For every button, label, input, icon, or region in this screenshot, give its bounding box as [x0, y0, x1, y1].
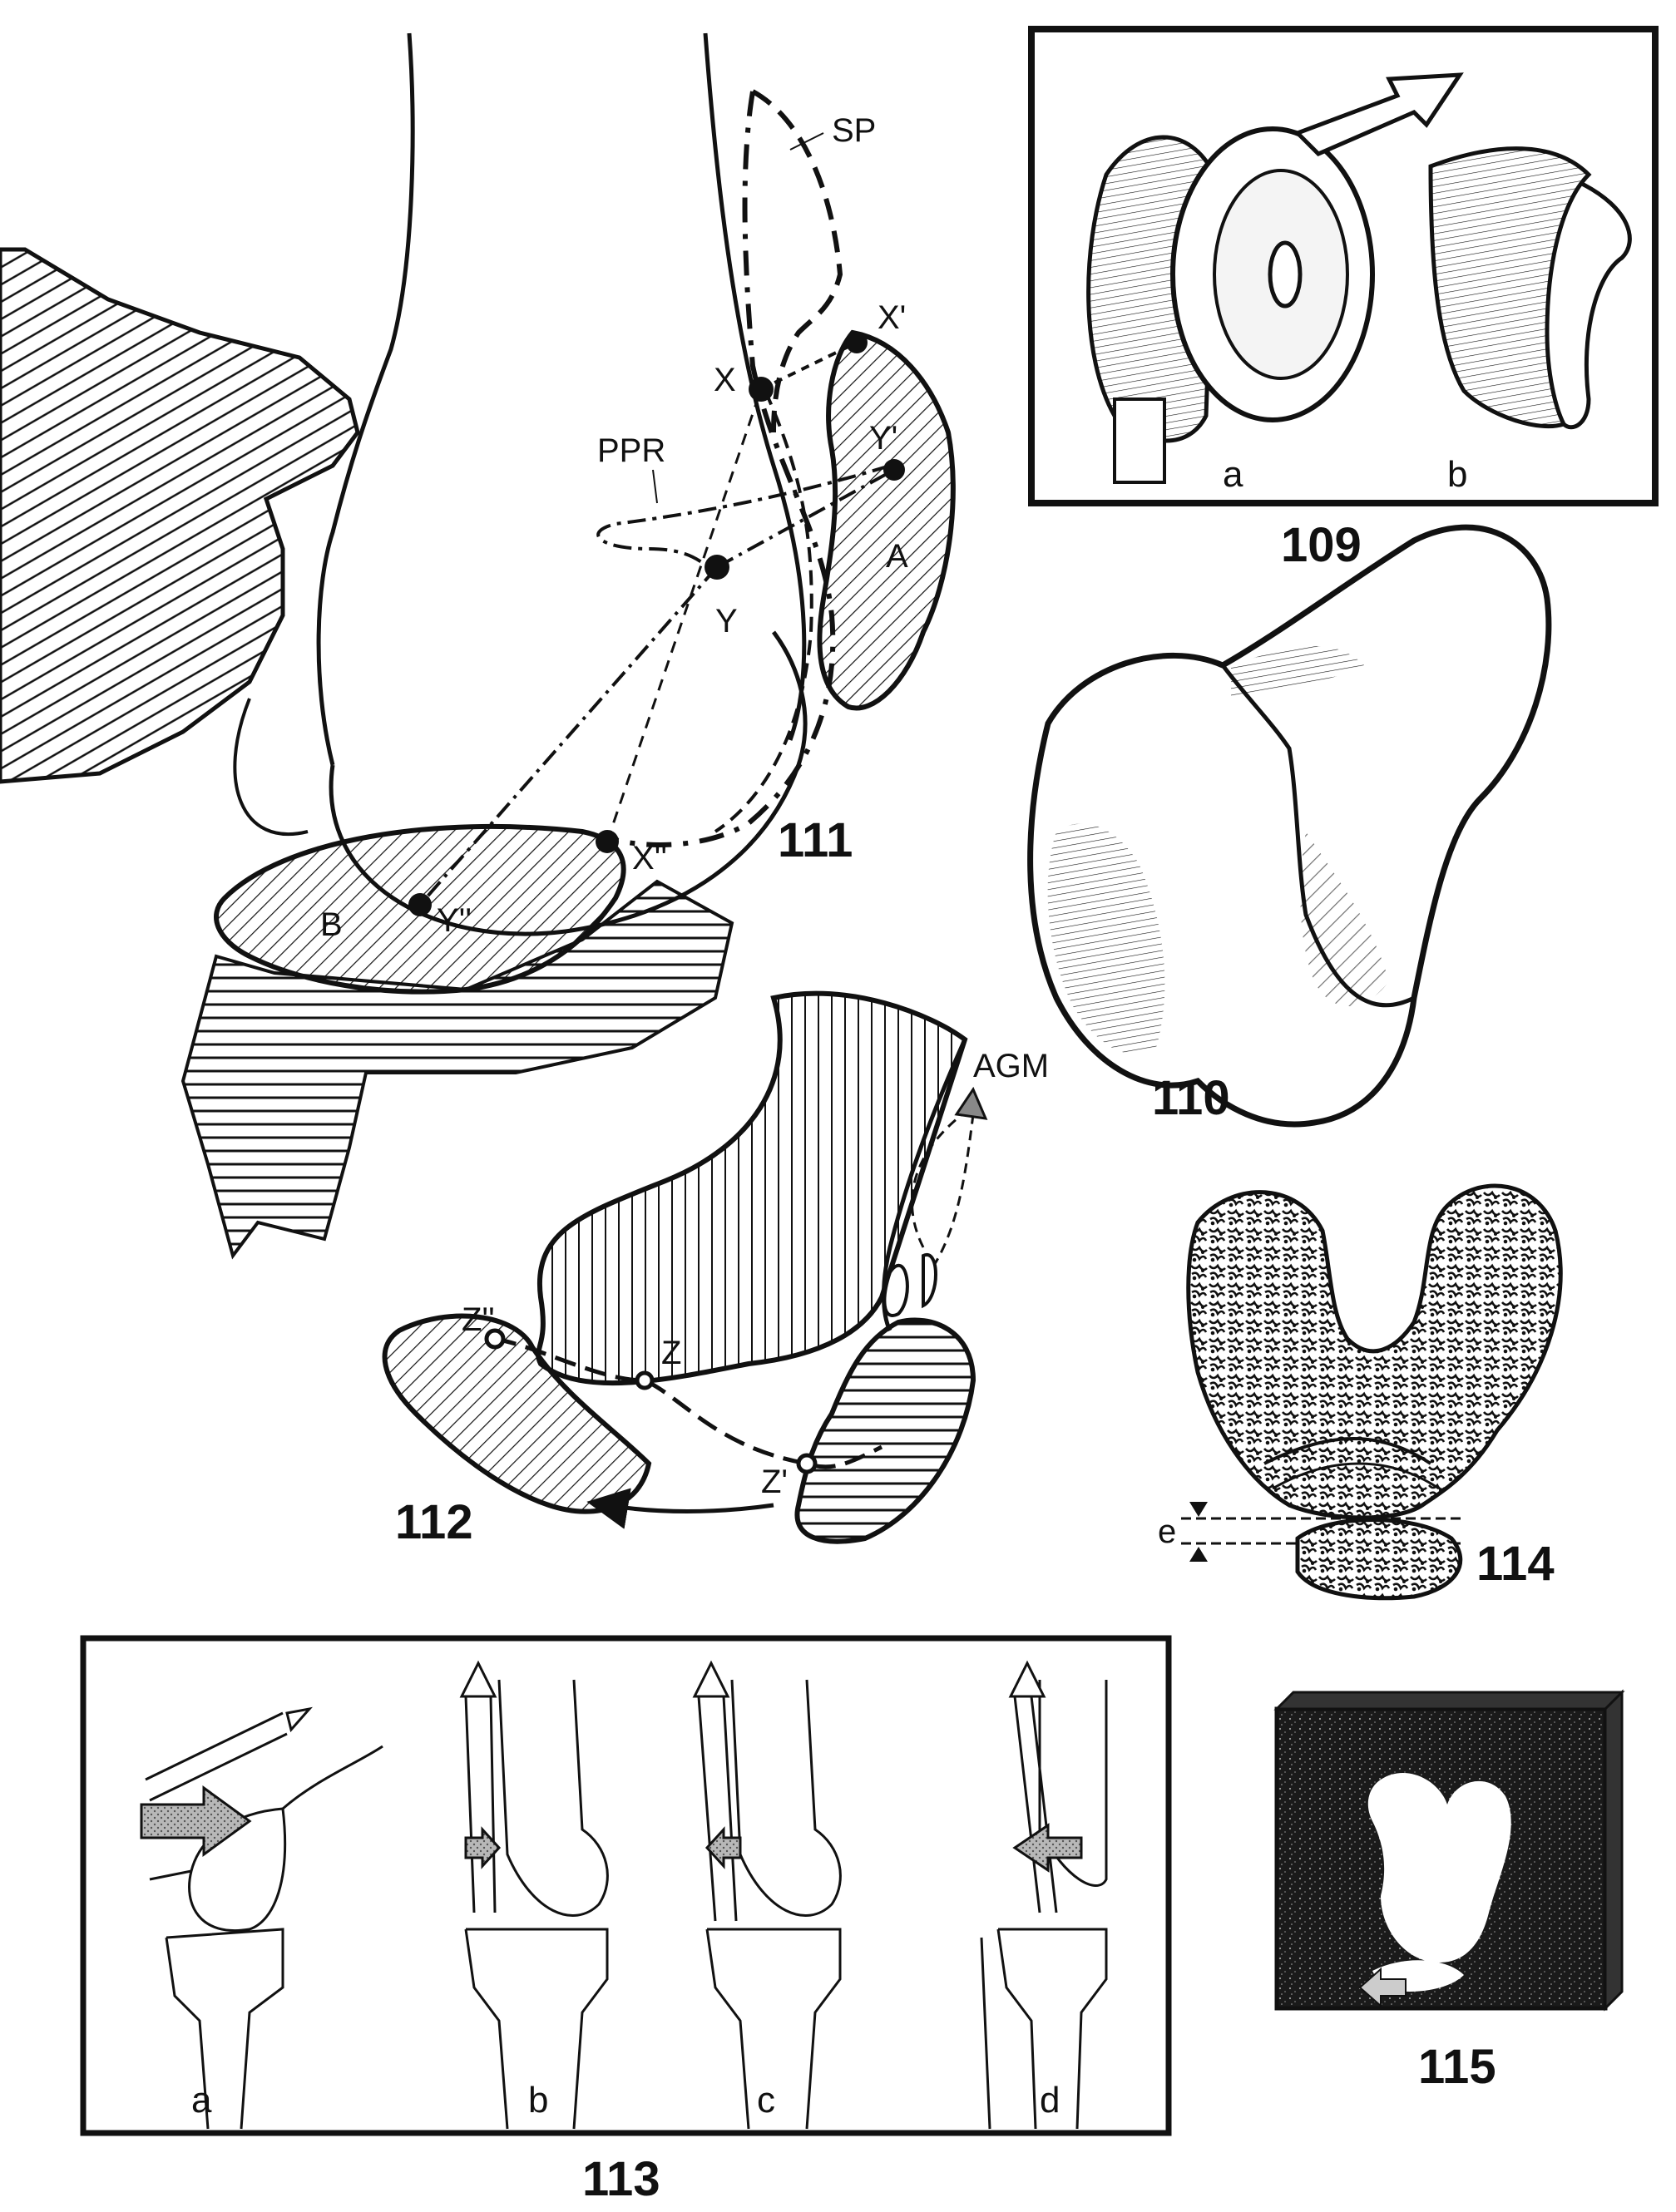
figure-number-112: 112 — [395, 1495, 473, 1549]
figure-114: e 114 — [1158, 1183, 1563, 1601]
label-113-b: b — [528, 2080, 548, 2121]
tibia-horizontal-hatch — [180, 879, 734, 1260]
cartilage-shell-b — [1428, 146, 1592, 429]
figure-115: 115 — [1273, 1689, 1625, 2094]
force-arrow-b — [464, 1826, 502, 1869]
figure-113: a b c d 113 — [80, 1635, 1172, 2206]
z-return-arrow — [586, 1488, 774, 1529]
patella-track-dashed-2 — [714, 390, 813, 833]
patella-outlines-112 — [882, 1252, 937, 1317]
femur-condyle-shading — [1047, 823, 1165, 1054]
knee-panel-d — [980, 1660, 1108, 2130]
cartilage-band-2 — [1272, 1462, 1440, 1490]
point-y — [705, 555, 729, 580]
label-y: Y — [715, 603, 738, 639]
label-sp: SP — [832, 112, 876, 149]
point-x1 — [846, 332, 868, 353]
label-y2: Y'' — [437, 902, 472, 939]
joint-capsule-outline — [233, 698, 309, 837]
knee-panel-c — [692, 1660, 842, 2130]
point-x2 — [596, 830, 619, 853]
radiograph-trochlea-void — [1367, 1772, 1511, 1963]
figure-number-114: 114 — [1476, 1537, 1555, 1591]
cartilage-shell-b-inner — [1562, 180, 1632, 430]
figure-111: SP X' X Y' PPR A Y X'' B Y'' 111 — [0, 32, 956, 1260]
figure-number-109: 109 — [1281, 518, 1362, 572]
label-x1: X' — [878, 299, 906, 336]
cylinder-stand — [1113, 397, 1166, 484]
line-x-x1 — [760, 341, 858, 391]
e-marker-top — [1189, 1502, 1208, 1517]
ppr-loop — [596, 464, 891, 575]
sp-leader — [789, 132, 824, 151]
label-x2: X'' — [632, 840, 667, 876]
figure-number-113: 113 — [582, 2152, 660, 2206]
figure-number-110: 110 — [1152, 1071, 1230, 1125]
force-arrow-a — [140, 1785, 252, 1857]
femur-shaft-shading — [1231, 645, 1364, 699]
agm-arrow — [954, 1086, 988, 1120]
label-109-b: b — [1447, 454, 1467, 495]
label-ppr: PPR — [597, 432, 665, 469]
force-arrow-c — [705, 1826, 742, 1869]
figure-number-115: 115 — [1418, 2040, 1496, 2094]
label-a: A — [886, 538, 908, 575]
label-b: B — [320, 906, 343, 943]
patella-cross-section — [1295, 1518, 1463, 1601]
ppr-leader — [652, 469, 658, 504]
point-x — [749, 377, 774, 402]
point-y1 — [883, 459, 905, 481]
figure-110: 110 — [1027, 524, 1552, 1128]
label-x: X — [714, 362, 736, 398]
pelvis-hatched-region — [0, 247, 360, 784]
point-z1 — [796, 1453, 818, 1474]
patella-a — [817, 329, 956, 711]
femur-notch-shading — [1300, 832, 1389, 1006]
knee-panel-b — [459, 1660, 609, 2130]
rotation-arrow — [1293, 72, 1464, 156]
point-z — [635, 1370, 655, 1390]
trochlea-cross-section — [1186, 1183, 1563, 1520]
figure-number-111: 111 — [778, 813, 853, 867]
figure-109: a b 109 — [1028, 26, 1659, 572]
label-y1: Y' — [869, 420, 897, 457]
radiograph-arrow — [1358, 1967, 1407, 2008]
knee-panel-a — [140, 1706, 383, 2130]
label-113-a: a — [191, 2080, 212, 2121]
label-agm: AGM — [973, 1048, 1049, 1084]
point-z2 — [484, 1328, 506, 1350]
label-z: Z — [661, 1335, 681, 1371]
figure-112: AGM Z'' Z Z' 112 — [382, 990, 1049, 1549]
label-113-d: d — [1040, 2080, 1060, 2121]
label-z1: Z' — [761, 1464, 788, 1500]
femur-posterior-line — [316, 32, 415, 766]
disc-hole — [1268, 240, 1303, 309]
label-e: e — [1158, 1513, 1176, 1550]
label-z2: Z'' — [462, 1301, 495, 1338]
force-arrow-d — [1012, 1823, 1083, 1873]
z-dashed-track — [494, 1336, 883, 1469]
femur-anterior-line — [703, 32, 807, 741]
radiograph-block-side — [1273, 1689, 1625, 2012]
cartilage-band — [1263, 1437, 1432, 1465]
point-y2 — [408, 893, 432, 916]
tibia-112-right — [794, 1317, 976, 1544]
e-marker-bottom — [1189, 1547, 1208, 1562]
label-109-a: a — [1223, 454, 1243, 495]
label-113-c: c — [757, 2080, 775, 2121]
